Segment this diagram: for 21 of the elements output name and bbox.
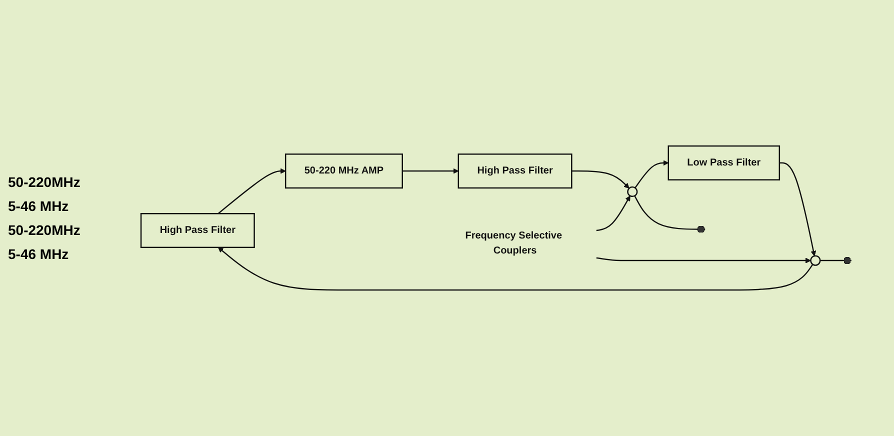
node-box: 50-220 MHz AMP [284,154,403,189]
arrow [634,160,669,188]
arrow [402,168,459,174]
node-text: Frequency Selective Couplers [465,230,562,256]
arrow [218,247,814,291]
arrow [572,170,630,189]
connector [820,256,852,264]
node-box: Low Pass Filter [668,145,780,180]
frequency-label: 5-46 MHz [8,198,70,214]
arrow [218,168,286,214]
frequency-label: 50-220MHz [8,174,82,190]
arrow [596,196,630,232]
node-box: High Pass Filter [140,212,255,248]
arrow [596,257,811,264]
node-box: High Pass Filter [458,154,572,189]
frequency-label: 50-220MHz [8,222,82,238]
connector [634,196,706,234]
node-circle [810,255,821,266]
frequency-label: 5-46 MHz [8,246,70,262]
arrow [779,162,816,256]
node-circle [627,186,638,198]
